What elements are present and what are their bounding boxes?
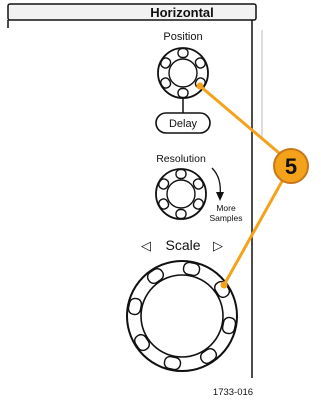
- scale-label: Scale: [165, 237, 200, 253]
- callout-line-position: [199, 84, 286, 160]
- callout-badge-5: 5: [273, 148, 309, 184]
- knob-grip: [182, 261, 201, 277]
- knob-grip: [175, 208, 187, 220]
- scale-knob[interactable]: [126, 260, 238, 372]
- resolution-knob-grips: [158, 168, 204, 220]
- knob-grip: [160, 57, 172, 69]
- knob-grip: [146, 267, 165, 285]
- scale-knob-grips: [127, 261, 237, 371]
- knob-grip: [192, 198, 204, 210]
- header-bar: [7, 3, 257, 21]
- resolution-knob[interactable]: [155, 168, 207, 220]
- more-samples-text-2: Samples: [209, 213, 242, 223]
- callout-number: 5: [285, 154, 297, 179]
- knob-grip: [221, 316, 237, 335]
- delay-button[interactable]: Delay: [155, 112, 211, 134]
- knob-grip: [177, 47, 189, 59]
- knob-grip: [192, 178, 204, 190]
- callout-line-scale: [222, 175, 287, 286]
- knob-grip: [158, 178, 170, 190]
- resolution-label: Resolution: [156, 153, 206, 165]
- knob-grip: [127, 297, 143, 316]
- more-samples-text-1: More: [216, 203, 236, 213]
- knob-grip: [177, 87, 189, 99]
- knob-grip: [199, 347, 218, 365]
- knob-grip: [158, 198, 170, 210]
- callout-dot-scale: [220, 281, 228, 289]
- knob-grip: [175, 168, 187, 180]
- header-title: Horizontal: [150, 5, 214, 20]
- scale-left-arrow-icon: ◁: [141, 238, 151, 253]
- figure-id: 1733-016: [213, 387, 253, 398]
- position-knob[interactable]: [157, 47, 209, 99]
- delay-label: Delay: [169, 118, 198, 130]
- callout-dot-position: [196, 82, 204, 90]
- position-label: Position: [163, 31, 202, 43]
- more-samples-arrowhead-icon: [216, 192, 224, 201]
- knob-grip: [133, 333, 151, 352]
- more-samples-arrow-icon: [211, 167, 221, 197]
- knob-grip: [194, 57, 206, 69]
- scale-right-arrow-icon: ▷: [213, 238, 223, 253]
- knob-grip: [160, 77, 172, 89]
- knob-grip: [163, 355, 182, 371]
